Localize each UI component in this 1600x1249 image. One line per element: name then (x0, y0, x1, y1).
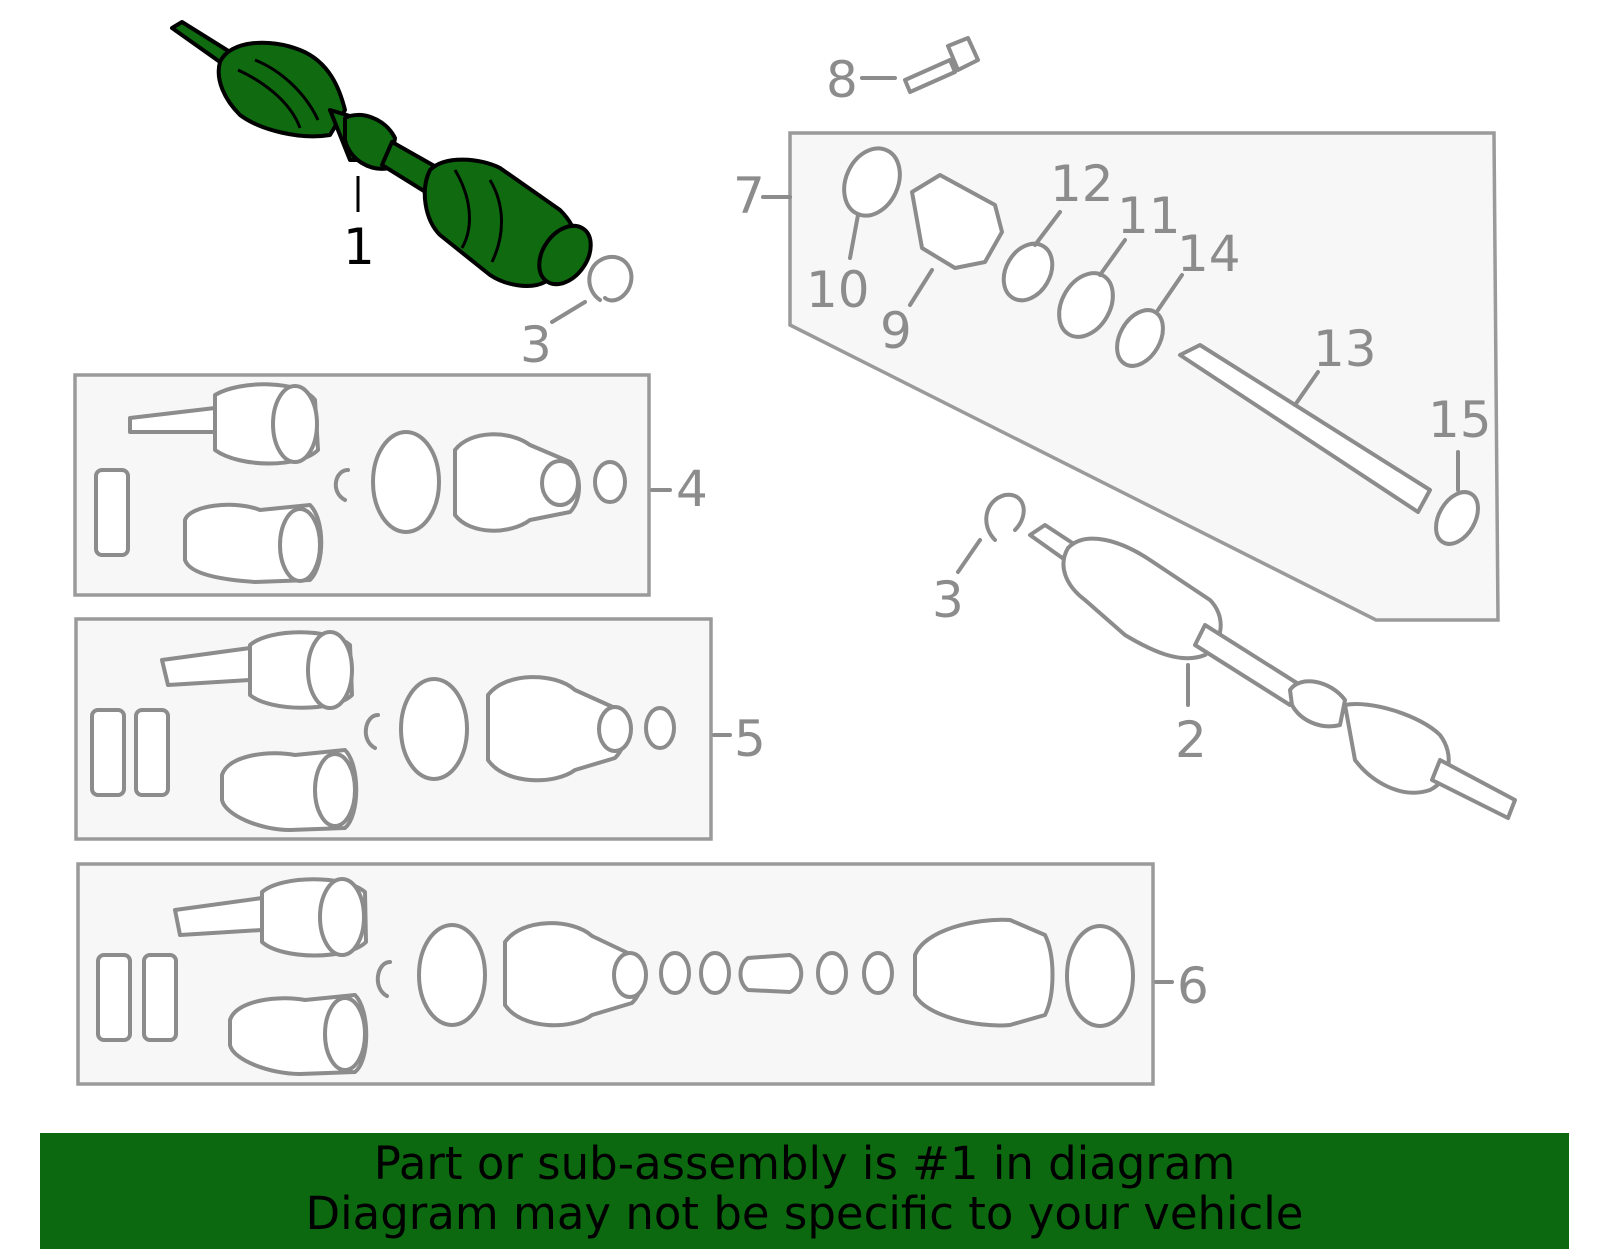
leader-line-3-lower (956, 538, 982, 574)
leader-line-11 (1098, 238, 1127, 277)
part-11-seal[interactable] (1048, 264, 1124, 347)
leader-line-10 (848, 213, 860, 260)
callout-11: 11 (1117, 187, 1181, 245)
part-3-circlip-top[interactable] (587, 254, 634, 303)
part-9-bracket[interactable] (910, 173, 1004, 270)
leader-line-12 (1033, 210, 1062, 247)
callout-12: 12 (1050, 155, 1114, 213)
callout-1: 1 (343, 218, 375, 276)
part-13-intermediate-shaft[interactable] (1178, 343, 1432, 514)
leader-line-9 (908, 268, 934, 307)
callout-6: 6 (1177, 957, 1209, 1015)
part-2-axle-assembly[interactable] (1028, 523, 1517, 820)
part-14-ring[interactable] (1108, 302, 1173, 374)
callout-4: 4 (676, 460, 708, 518)
callout-13: 13 (1313, 320, 1377, 378)
callout-15: 15 (1428, 391, 1492, 449)
box-6-boot-kit[interactable] (76, 862, 1155, 1086)
callout-3-lower: 3 (932, 571, 964, 629)
callout-2: 2 (1175, 711, 1207, 769)
callout-14: 14 (1177, 225, 1241, 283)
leader-line-13 (1293, 370, 1320, 407)
notice-banner: Part or sub-assembly is #1 in diagram Di… (40, 1133, 1569, 1249)
callout-8: 8 (826, 51, 858, 109)
banner-line-1: Part or sub-assembly is #1 in diagram (373, 1137, 1236, 1190)
box-4-outer-joint-kit[interactable] (73, 373, 651, 597)
callout-10: 10 (806, 261, 870, 319)
callout-7: 7 (733, 167, 765, 225)
box-5-inner-joint-kit[interactable] (74, 617, 713, 841)
callout-9: 9 (880, 302, 912, 360)
banner-line-2: Diagram may not be specific to your vehi… (305, 1187, 1304, 1240)
part-12-bearing[interactable] (994, 235, 1062, 309)
callout-5: 5 (734, 710, 766, 768)
part-8-bolt[interactable] (903, 36, 980, 94)
part-3-circlip-lower[interactable] (984, 492, 1026, 542)
part-15-ring[interactable] (1427, 485, 1486, 551)
leader-line-3-top (550, 300, 587, 324)
leader-line-14 (1156, 273, 1184, 312)
callout-3-top: 3 (520, 316, 552, 374)
part-1-axle-assembly[interactable] (170, 20, 601, 294)
